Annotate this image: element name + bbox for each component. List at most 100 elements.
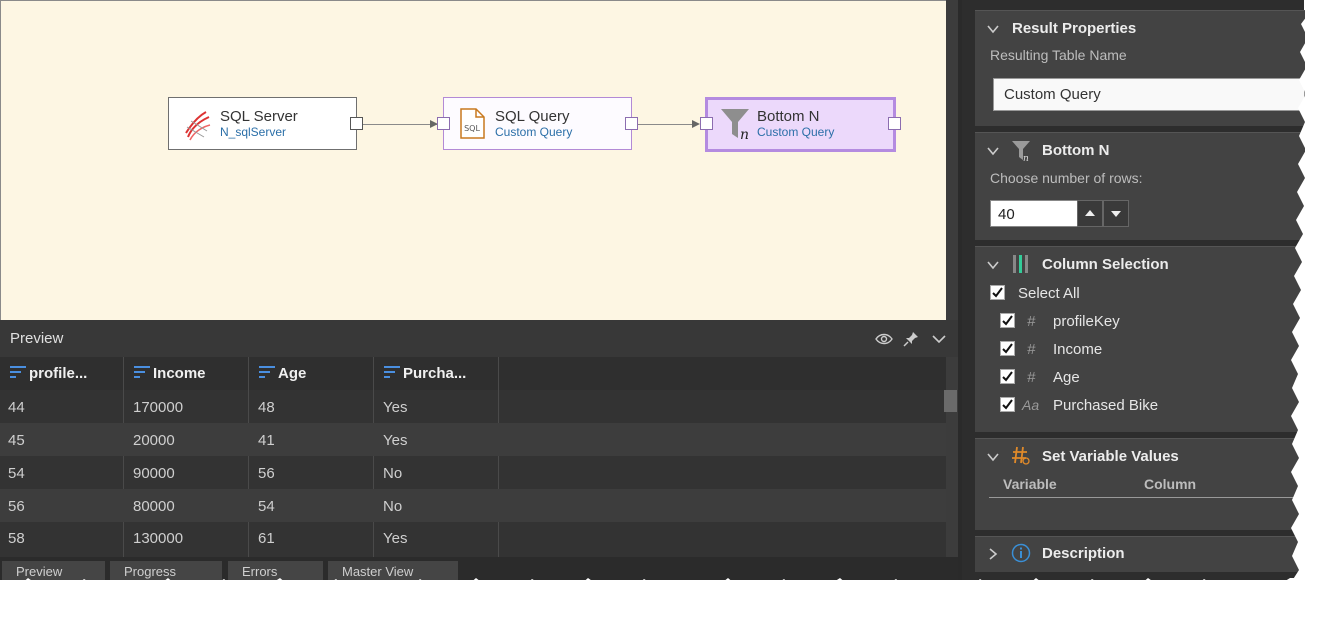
section-title: Description (1042, 545, 1125, 562)
chevron-down-icon[interactable] (987, 451, 999, 463)
tab-errors[interactable]: Errors (228, 561, 323, 580)
panel-divider[interactable] (958, 0, 962, 580)
connector-edge (363, 124, 437, 125)
increment-button[interactable] (1077, 200, 1103, 227)
bottom-n-section: n Bottom N Choose number of rows: 40 (975, 132, 1305, 240)
workflow-canvas[interactable]: SQL Server N_sqlServer SQL SQL Query Cus… (0, 0, 946, 320)
chevron-down-icon[interactable] (987, 259, 999, 271)
column-name: Age (1053, 369, 1080, 386)
numeric-type-icon: # (1027, 313, 1036, 330)
tab-master-view[interactable]: Master View (328, 561, 458, 580)
variable-column-header: Variable (1003, 476, 1057, 492)
preview-header: Preview (0, 320, 958, 357)
column-name: profileKey (1053, 313, 1120, 330)
node-title: SQL Query (495, 108, 570, 125)
table-cell: 90000 (133, 465, 175, 482)
section-title: Column Selection (1042, 256, 1169, 273)
section-title: Bottom N (1042, 142, 1110, 159)
chevron-right-icon[interactable] (987, 548, 999, 560)
table-row[interactable]: 44 170000 48 Yes (0, 390, 946, 423)
numeric-type-icon: # (1027, 369, 1036, 386)
column-checkbox[interactable] (1000, 369, 1015, 384)
table-cell: 45 (8, 432, 25, 449)
grid-column (124, 357, 249, 557)
input-port[interactable] (437, 117, 450, 130)
svg-text:SQL: SQL (464, 124, 480, 133)
column-header-profilekey[interactable]: profile... (0, 365, 87, 382)
select-all-checkbox[interactable] (990, 285, 1005, 300)
triangle-up-icon (1085, 210, 1095, 216)
description-section[interactable]: Description (975, 536, 1305, 572)
table-row[interactable]: 58 130000 61 Yes (0, 521, 946, 554)
tab-preview[interactable]: Preview (2, 561, 105, 580)
output-port[interactable] (625, 117, 638, 130)
numeric-type-icon: # (1027, 341, 1036, 358)
svg-text:n: n (740, 127, 749, 141)
node-sql-query[interactable]: SQL SQL Query Custom Query (437, 97, 638, 150)
column-checkbox[interactable] (1000, 397, 1015, 412)
sql-server-icon (185, 111, 211, 141)
chevron-down-icon[interactable] (929, 329, 949, 349)
column-selection-section: Column Selection Select All # profileKey… (975, 246, 1305, 432)
preview-grid[interactable]: profile... Income Age Purcha... 44 17000… (0, 357, 946, 557)
pin-icon[interactable] (901, 329, 921, 349)
sort-icon (384, 366, 400, 378)
chevron-down-icon[interactable] (987, 145, 999, 157)
column-header-age[interactable]: Age (249, 365, 306, 382)
output-port[interactable] (350, 117, 363, 130)
table-cell: 61 (258, 530, 275, 547)
grid-header (0, 357, 946, 390)
table-row[interactable]: 45 20000 41 Yes (0, 423, 946, 456)
output-port[interactable] (888, 117, 901, 130)
result-name-label: Resulting Table Name (990, 47, 1127, 63)
grid-column (249, 357, 374, 557)
funnel-n-icon: n (721, 109, 749, 141)
node-title: Bottom N (757, 108, 820, 125)
info-icon (1011, 543, 1031, 563)
node-subtitle: Custom Query (495, 125, 573, 139)
input-port[interactable] (700, 117, 713, 130)
triangle-down-icon (1111, 211, 1121, 217)
column-name: Purchased Bike (1053, 397, 1159, 414)
set-variable-values-section: Set Variable Values Variable Column (975, 438, 1305, 530)
table-row[interactable]: 54 90000 56 No (0, 456, 946, 489)
funnel-n-icon: n (1012, 141, 1030, 162)
table-cell: 170000 (133, 399, 184, 416)
text-type-icon: Aa (1022, 397, 1040, 413)
column-name: Income (1053, 341, 1103, 358)
rows-label: Choose number of rows: (990, 170, 1143, 186)
column-checkbox[interactable] (1000, 313, 1015, 328)
table-cell: 44 (8, 399, 25, 416)
table-cell: 41 (258, 432, 275, 449)
table-cell: No (383, 498, 403, 515)
sql-file-icon: SQL (460, 108, 485, 139)
table-divider (989, 497, 1305, 498)
result-name-input[interactable]: Custom Query (993, 78, 1305, 111)
column-checkbox[interactable] (1000, 341, 1015, 356)
table-cell: No (383, 465, 403, 482)
node-subtitle: Custom Query (757, 125, 835, 139)
table-cell: 58 (8, 530, 25, 547)
chevron-down-icon[interactable] (987, 23, 999, 35)
tab-progress[interactable]: Progress (110, 561, 222, 580)
connector-edge (638, 124, 698, 125)
rows-stepper-input[interactable]: 40 (990, 200, 1078, 227)
select-all-label: Select All (1018, 285, 1080, 302)
section-title: Set Variable Values (1042, 448, 1179, 465)
column-header-income[interactable]: Income (124, 365, 206, 382)
table-cell: 130000 (133, 530, 184, 547)
decrement-button[interactable] (1103, 200, 1129, 227)
node-bottom-n[interactable]: n Bottom N Custom Query (700, 97, 901, 152)
eye-icon[interactable] (874, 329, 894, 349)
table-cell: 54 (258, 498, 275, 515)
arrow-icon (430, 120, 438, 128)
canvas-scrollbar[interactable] (946, 0, 960, 580)
column-header-purchased[interactable]: Purcha... (374, 365, 466, 382)
sort-icon (134, 366, 150, 378)
table-cell: 54 (8, 465, 25, 482)
node-sql-server[interactable]: SQL Server N_sqlServer (168, 97, 363, 150)
bottom-tab-bar: Preview Progress Errors Master View (0, 557, 958, 580)
table-row[interactable]: 56 80000 54 No (0, 489, 946, 522)
grid-scrollbar-thumb[interactable] (944, 390, 957, 412)
sort-icon (259, 366, 275, 378)
